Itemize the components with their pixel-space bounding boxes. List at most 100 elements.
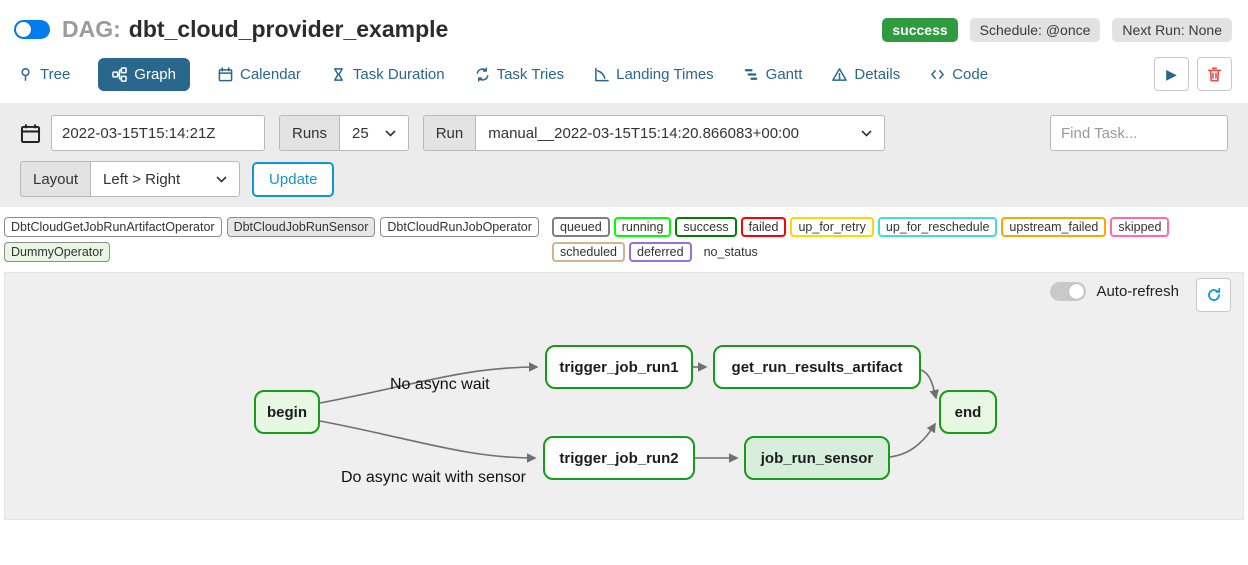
landing-chart-icon	[595, 67, 609, 81]
chevron-down-icon	[216, 175, 227, 183]
tab-calendar[interactable]: Calendar	[216, 58, 303, 91]
operator-badge: DbtCloudGetJobRunArtifactOperator	[4, 217, 222, 237]
tab-details[interactable]: Details	[830, 58, 902, 91]
tab-label: Task Duration	[352, 65, 445, 83]
toggle-knob	[16, 22, 31, 37]
dag-label: DAG:	[62, 16, 121, 42]
run-select[interactable]: manual__2022-03-15T15:14:20.866083+00:00	[475, 115, 886, 151]
tab-label: Tree	[40, 65, 71, 83]
trigger-dag-button[interactable]: ▶	[1154, 57, 1189, 91]
delete-dag-button[interactable]	[1197, 57, 1232, 91]
code-icon	[931, 69, 945, 79]
graph-node-end[interactable]: end	[939, 390, 997, 434]
graph-node-trigger_job_run1[interactable]: trigger_job_run1	[545, 345, 693, 389]
next-run-badge: Next Run: None	[1112, 17, 1232, 42]
tab-label: Details	[854, 65, 901, 83]
dag-header: DAG: dbt_cloud_provider_example success S…	[0, 0, 1248, 47]
filter-bar: Runs 25 Run manual__2022-03-15T15:14:20.…	[0, 103, 1248, 207]
edge-label-no-async: No async wait	[390, 376, 490, 393]
tab-label: Gantt	[765, 65, 803, 83]
gantt-icon	[744, 68, 757, 80]
trash-icon	[1207, 67, 1222, 81]
operator-badge: DummyOperator	[4, 242, 111, 262]
dag-edges	[319, 362, 939, 463]
tab-code[interactable]: Code	[928, 58, 990, 91]
tree-icon	[21, 67, 30, 81]
layout-label: Layout	[20, 161, 91, 197]
runs-select-value: 25	[352, 124, 369, 142]
runs-label: Runs	[279, 115, 340, 151]
tab-gantt[interactable]: Gantt	[742, 58, 805, 91]
chevron-down-icon	[385, 129, 396, 137]
layout-select-value: Left > Right	[103, 170, 181, 188]
tab-task-tries[interactable]: Task Tries	[473, 58, 567, 91]
repeat-icon	[476, 66, 488, 82]
status-badge-no_status: no_status	[703, 245, 758, 259]
tab-label: Calendar	[240, 65, 301, 83]
edge-sensor-end	[889, 422, 936, 458]
tab-task-duration[interactable]: Task Duration	[329, 58, 447, 91]
dag-id: dbt_cloud_provider_example	[128, 16, 449, 42]
run-select-value: manual__2022-03-15T15:14:20.866083+00:00	[488, 124, 799, 142]
tab-label: Graph	[134, 65, 176, 83]
graph-node-begin[interactable]: begin	[254, 390, 320, 434]
dag-pause-toggle[interactable]	[14, 20, 50, 39]
status-badge-skipped: skipped	[1110, 217, 1170, 237]
calendar-icon	[20, 123, 41, 143]
toggle-knob	[1069, 284, 1085, 299]
play-icon: ▶	[1166, 66, 1177, 82]
view-tab-bar: Tree Graph Calendar Task Duration Task T…	[0, 47, 1248, 99]
graph-node-trigger_job_run2[interactable]: trigger_job_run2	[543, 436, 695, 480]
graph-node-job_run_sensor[interactable]: job_run_sensor	[744, 436, 890, 480]
date-picker-button[interactable]	[20, 123, 41, 144]
edge-begin-trigger2	[319, 420, 537, 463]
graph-panel: begin trigger_job_run1 get_run_results_art…	[4, 272, 1244, 520]
dag-status-badge[interactable]: success	[882, 17, 958, 42]
tab-label: Task Tries	[496, 65, 565, 83]
calendar-icon	[218, 66, 233, 81]
tab-label: Landing Times	[616, 65, 714, 83]
find-task-input[interactable]	[1050, 115, 1228, 151]
runs-select[interactable]: 25	[339, 115, 409, 151]
status-badge-deferred: deferred	[629, 242, 692, 262]
runs-group: Runs 25	[279, 115, 409, 151]
operator-badge: DbtCloudRunJobOperator	[380, 217, 539, 237]
tab-label: Code	[952, 65, 989, 83]
schedule-badge: Schedule: @once	[969, 17, 1101, 42]
operator-badge: DbtCloudJobRunSensor	[226, 217, 376, 237]
tab-graph[interactable]: Graph	[98, 57, 190, 91]
page-title: DAG: dbt_cloud_provider_example	[62, 16, 448, 43]
status-badge-up_for_reschedule: up_for_reschedule	[877, 217, 998, 237]
status-badge-scheduled: scheduled	[552, 242, 625, 262]
warning-triangle-icon	[832, 67, 848, 81]
auto-refresh-toggle[interactable]	[1050, 282, 1087, 301]
refresh-button[interactable]	[1196, 278, 1231, 312]
status-badge-failed: failed	[740, 217, 787, 237]
graph-node-get_run_results_artifact[interactable]: get_run_results_artifact	[713, 345, 921, 389]
status-badge-running: running	[613, 217, 672, 237]
graph-icon	[112, 66, 128, 82]
update-button[interactable]: Update	[252, 161, 335, 197]
edge-label-async-sensor: Do async wait with sensor	[341, 469, 526, 486]
tab-tree[interactable]: Tree	[16, 58, 72, 91]
auto-refresh-label: Auto-refresh	[1096, 283, 1179, 300]
layout-group: Layout Left > Right	[20, 161, 241, 197]
tab-landing-times[interactable]: Landing Times	[592, 58, 716, 91]
dag-nodes: begin trigger_job_run1 get_run_results_art…	[5, 273, 1243, 519]
status-badge-upstream_failed: upstream_failed	[1001, 217, 1107, 237]
edge-artifact-end	[920, 369, 939, 400]
status-badge-queued: queued	[552, 217, 610, 237]
run-group: Run manual__2022-03-15T15:14:20.866083+0…	[422, 115, 886, 151]
auto-refresh-control: Auto-refresh	[1050, 282, 1179, 301]
refresh-icon	[1207, 287, 1220, 301]
status-badge-success: success	[675, 217, 737, 237]
base-date-input[interactable]	[51, 115, 265, 151]
edge-begin-trigger1	[319, 362, 539, 404]
status-badge-up_for_retry: up_for_retry	[790, 217, 874, 237]
hourglass-icon	[333, 67, 343, 81]
run-label: Run	[422, 115, 476, 151]
layout-select[interactable]: Left > Right	[90, 161, 241, 197]
